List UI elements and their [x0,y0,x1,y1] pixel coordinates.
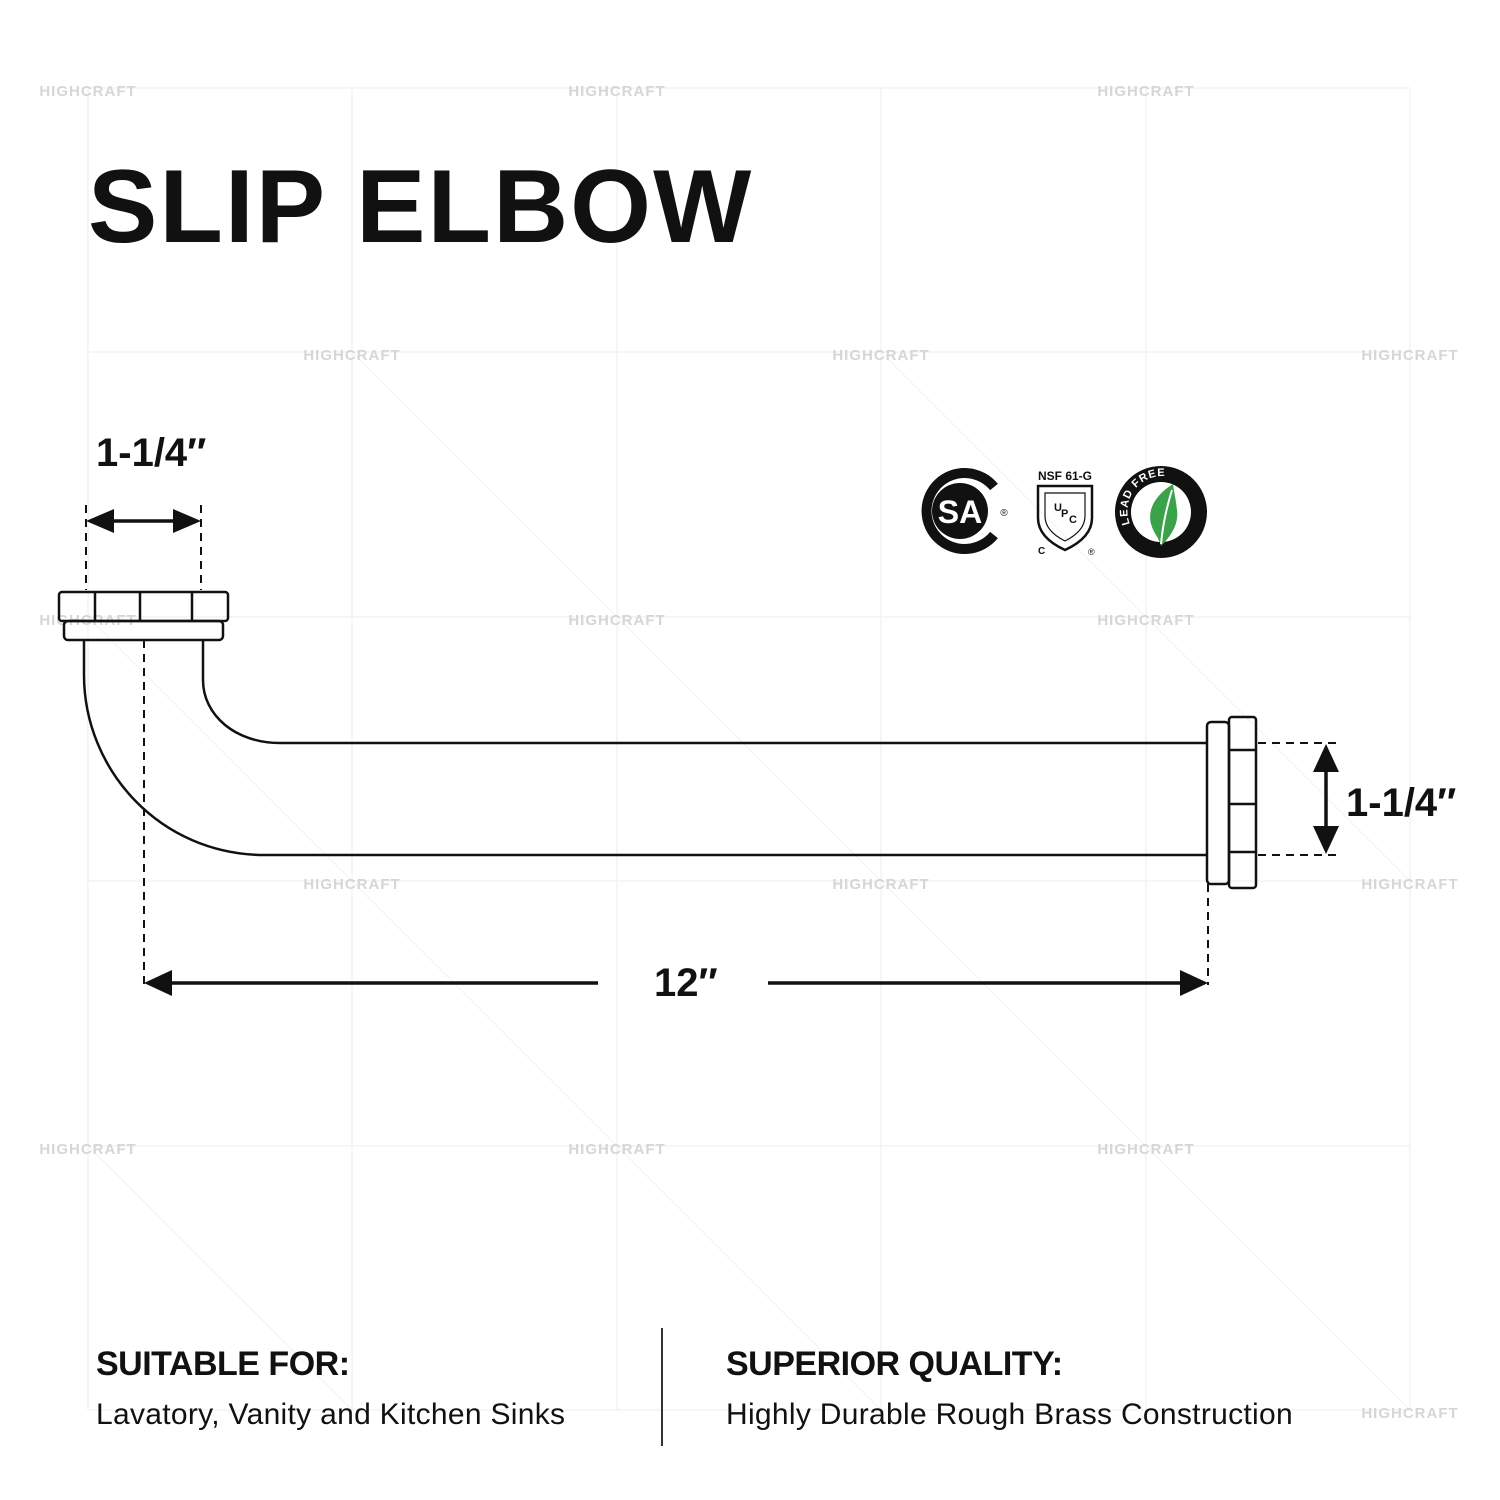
feature-divider [661,1328,663,1446]
right-diameter-label: 1-1/4″ [1346,781,1457,825]
nsf-upc-logo: NSF 61-G U P C C ® [1036,469,1095,557]
svg-text:P: P [1061,508,1068,520]
feature-text-suitable: Lavatory, Vanity and Kitchen Sinks [96,1398,566,1431]
watermark: HIGHCRAFT [832,876,930,893]
watermark: HIGHCRAFT [1361,1405,1459,1422]
svg-text:U: U [1054,502,1062,514]
csa-logo: SA ® [921,468,1008,554]
watermark: HIGHCRAFT [568,612,666,629]
watermark: HIGHCRAFT [39,1141,137,1158]
lead-free-logo: LEAD FREE [1115,466,1207,558]
watermark: HIGHCRAFT [568,1141,666,1158]
watermark: HIGHCRAFT [1361,876,1459,893]
length-label: 12″ [654,961,718,1005]
page-title: SLIP ELBOW [88,149,754,265]
elbow-inner-curve [201,640,1207,745]
right-slip-washer [1205,720,1231,886]
leaf-icon [1150,484,1178,546]
top-slip-washer [62,619,225,642]
nsf-logo-text: NSF 61-G [1038,469,1092,483]
top-diameter-arrow [86,509,201,533]
feature-heading-quality: SUPERIOR QUALITY: [726,1345,1063,1383]
feature-text-quality: Highly Durable Rough Brass Construction [726,1398,1293,1431]
watermark: HIGHCRAFT [1361,347,1459,364]
right-slip-nut [1227,715,1258,890]
svg-text:®: ® [1000,508,1008,519]
top-slip-nut [57,590,230,623]
svg-text:C: C [1038,546,1045,557]
elbow-outer-curve [82,640,1207,857]
length-arrow [144,970,1208,996]
top-diameter-label: 1-1/4″ [96,431,207,475]
watermark: HIGHCRAFT [568,83,666,100]
svg-text:®: ® [1088,547,1095,557]
csa-logo-text: SA [938,494,982,530]
feature-heading-suitable: SUITABLE FOR: [96,1345,350,1383]
watermark: HIGHCRAFT [303,876,401,893]
watermark: HIGHCRAFT [1097,83,1195,100]
svg-text:C: C [1069,514,1077,526]
watermark: HIGHCRAFT [39,83,137,100]
watermark: HIGHCRAFT [1097,1141,1195,1158]
watermark: HIGHCRAFT [832,347,930,364]
watermark: HIGHCRAFT [303,347,401,364]
right-diameter-arrow [1313,744,1339,854]
watermark: HIGHCRAFT [1097,612,1195,629]
